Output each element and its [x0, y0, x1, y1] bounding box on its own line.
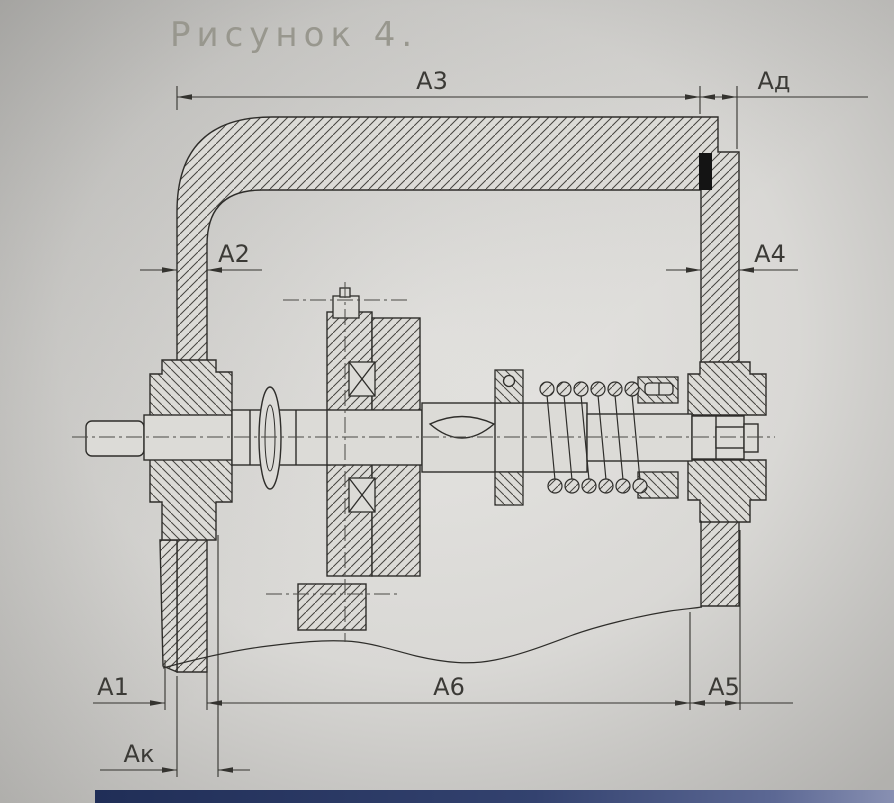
- dim-label-a6: А6: [433, 673, 465, 701]
- coil-spring: [539, 381, 648, 494]
- dim-label-ad: Ад: [757, 67, 790, 95]
- right-bearing-cover: [687, 361, 767, 523]
- collar-bolt-head: [502, 374, 516, 388]
- figure-title: Рисунок 4.: [170, 15, 418, 55]
- dimension-labels: А3 Ад А2 А4 А1 А6 А5 Ак: [97, 67, 790, 768]
- dimension-arrows: [150, 94, 754, 773]
- dim-label-a5: А5: [708, 673, 740, 701]
- shaft-left-end: [85, 420, 145, 457]
- rolling-bearing-lower: [348, 477, 376, 513]
- seal-mark: [699, 153, 712, 190]
- rolling-bearing-upper: [348, 361, 376, 397]
- lower-support-block: [297, 583, 367, 631]
- shaft-crescent-recess: [428, 415, 496, 439]
- housing-section: [159, 116, 740, 674]
- detent-pin: [258, 386, 282, 490]
- break-line: [162, 606, 703, 669]
- housing-body: [176, 116, 740, 673]
- spring-collars: [494, 369, 679, 506]
- centerlines: [72, 282, 775, 642]
- shaft-end-washer: [743, 423, 759, 453]
- dim-label-ak: Ак: [124, 740, 155, 768]
- step-lines: [206, 535, 219, 777]
- housing-lower-left-rib: [159, 539, 178, 674]
- dim-label-a2: А2: [218, 240, 250, 268]
- dim-label-a4: А4: [754, 240, 786, 268]
- rolling-bearings: [348, 361, 376, 513]
- bottom-photo-strip: [95, 790, 894, 803]
- dim-label-a3: А3: [416, 67, 448, 95]
- left-bearing-cover: [149, 359, 233, 541]
- dim-label-a1: А1: [97, 673, 129, 701]
